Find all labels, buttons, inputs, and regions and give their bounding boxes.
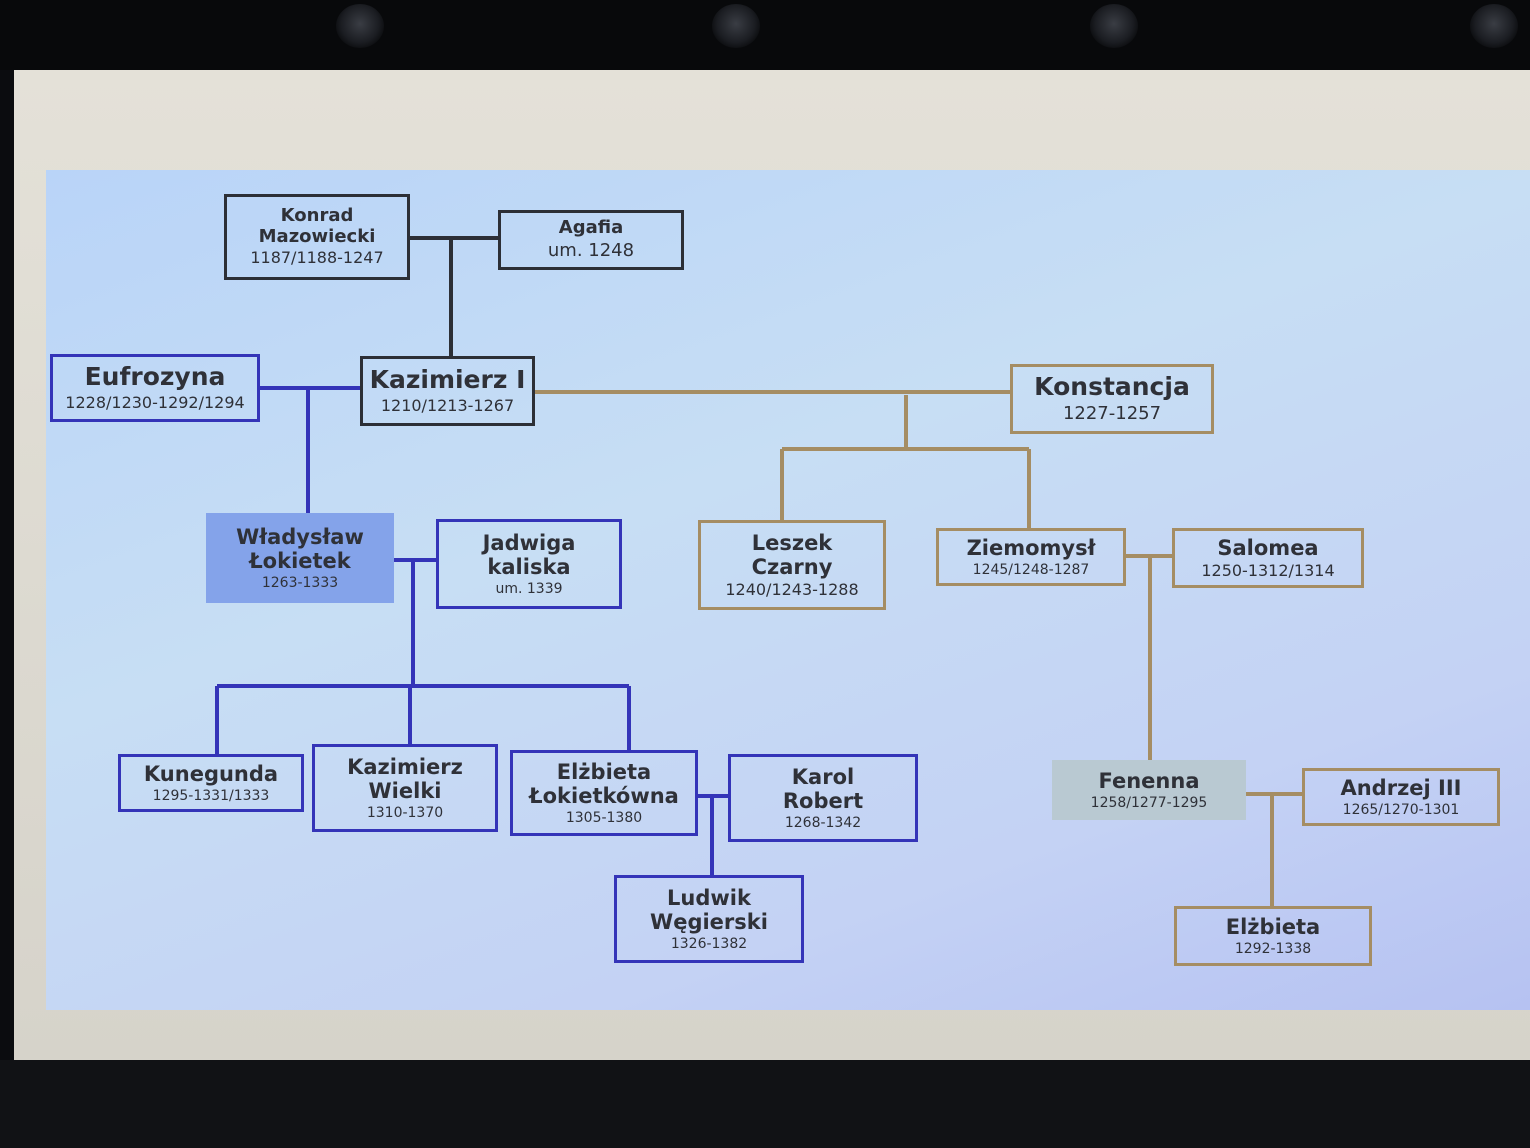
person-name: Konstancja bbox=[1034, 372, 1190, 402]
person-dates: 1240/1243-1288 bbox=[725, 579, 859, 599]
person-dates: 1258/1277-1295 bbox=[1090, 795, 1208, 812]
person-dates: 1326-1382 bbox=[670, 936, 748, 953]
person-dates: 1245/1248-1287 bbox=[972, 562, 1090, 579]
person-name: Władysław Łokietek bbox=[236, 524, 364, 573]
person-dates: 1227-1257 bbox=[1062, 403, 1162, 425]
person-name: Eufrozyna bbox=[84, 362, 226, 392]
person-box-karol-robert: Karol Robert 1268-1342 bbox=[728, 754, 918, 842]
person-box-wladyslaw-lokietek: Władysław Łokietek 1263-1333 bbox=[206, 513, 394, 603]
room-floor bbox=[0, 1060, 1530, 1148]
person-box-jadwiga-kaliska: Jadwiga kaliska um. 1339 bbox=[436, 519, 622, 609]
person-box-elzbieta: Elżbieta 1292-1338 bbox=[1174, 906, 1372, 966]
person-box-konrad-mazowiecki: Konrad Mazowiecki 1187/1188-1247 bbox=[224, 194, 410, 280]
person-name: Salomea bbox=[1217, 535, 1319, 560]
connector-lines bbox=[215, 236, 1302, 906]
person-box-agafia: Agafia um. 1248 bbox=[498, 210, 684, 270]
person-dates: 1263-1333 bbox=[261, 575, 339, 592]
person-dates: 1265/1270-1301 bbox=[1342, 802, 1460, 819]
person-box-andrzej-iii: Andrzej III 1265/1270-1301 bbox=[1302, 768, 1500, 826]
ceiling-light bbox=[336, 4, 384, 48]
person-box-salomea: Salomea 1250-1312/1314 bbox=[1172, 528, 1364, 588]
person-dates: um. 1248 bbox=[547, 240, 635, 261]
person-name: Andrzej III bbox=[1340, 775, 1462, 800]
person-dates: 1228/1230-1292/1294 bbox=[65, 393, 245, 413]
person-dates: 1305-1380 bbox=[565, 810, 643, 827]
person-name: Karol Robert bbox=[782, 764, 864, 813]
person-dates: 1268-1342 bbox=[784, 815, 862, 832]
person-name: Kazimierz I bbox=[369, 365, 526, 395]
ceiling bbox=[0, 0, 1530, 70]
person-box-kazimierz-wielki: Kazimierz Wielki 1310-1370 bbox=[312, 744, 498, 832]
person-box-elzbieta-lokietkowna: Elżbieta Łokietkówna 1305-1380 bbox=[510, 750, 698, 836]
person-box-eufrozyna: Eufrozyna 1228/1230-1292/1294 bbox=[50, 354, 260, 422]
person-name: Ziemomysł bbox=[966, 535, 1096, 560]
person-name: Kunegunda bbox=[143, 761, 279, 786]
person-box-ludwik-wegierski: Ludwik Węgierski 1326-1382 bbox=[614, 875, 804, 963]
person-box-konstancja: Konstancja 1227-1257 bbox=[1010, 364, 1214, 434]
person-name: Agafia bbox=[558, 217, 624, 239]
person-dates: 1295-1331/1333 bbox=[152, 788, 270, 805]
person-name: Elżbieta Łokietkówna bbox=[529, 759, 679, 808]
person-box-leszek-czarny: Leszek Czarny 1240/1243-1288 bbox=[698, 520, 886, 610]
person-name: Kazimierz Wielki bbox=[347, 754, 463, 803]
person-dates: 1187/1188-1247 bbox=[250, 248, 384, 268]
person-name: Jadwiga kaliska bbox=[482, 530, 576, 579]
person-name: Fenenna bbox=[1098, 768, 1200, 793]
person-name: Ludwik Węgierski bbox=[650, 885, 768, 934]
person-name: Konrad Mazowiecki bbox=[258, 205, 376, 247]
person-name: Leszek Czarny bbox=[751, 530, 833, 579]
ceiling-light bbox=[1090, 4, 1138, 48]
person-box-fenenna: Fenenna 1258/1277-1295 bbox=[1052, 760, 1246, 820]
person-dates: um. 1339 bbox=[495, 581, 563, 598]
person-box-kazimierz-i: Kazimierz I 1210/1213-1267 bbox=[360, 356, 535, 426]
person-dates: 1210/1213-1267 bbox=[380, 396, 515, 416]
person-dates: 1310-1370 bbox=[366, 805, 444, 822]
person-name: Elżbieta bbox=[1225, 914, 1321, 939]
person-dates: 1292-1338 bbox=[1234, 941, 1312, 958]
family-tree-slide: Konrad Mazowiecki 1187/1188-1247 Agafia … bbox=[46, 170, 1530, 1010]
person-dates: 1250-1312/1314 bbox=[1201, 560, 1335, 580]
ceiling-light bbox=[712, 4, 760, 48]
person-box-kunegunda: Kunegunda 1295-1331/1333 bbox=[118, 754, 304, 812]
ceiling-light bbox=[1470, 4, 1518, 48]
person-box-ziemomysl: Ziemomysł 1245/1248-1287 bbox=[936, 528, 1126, 586]
